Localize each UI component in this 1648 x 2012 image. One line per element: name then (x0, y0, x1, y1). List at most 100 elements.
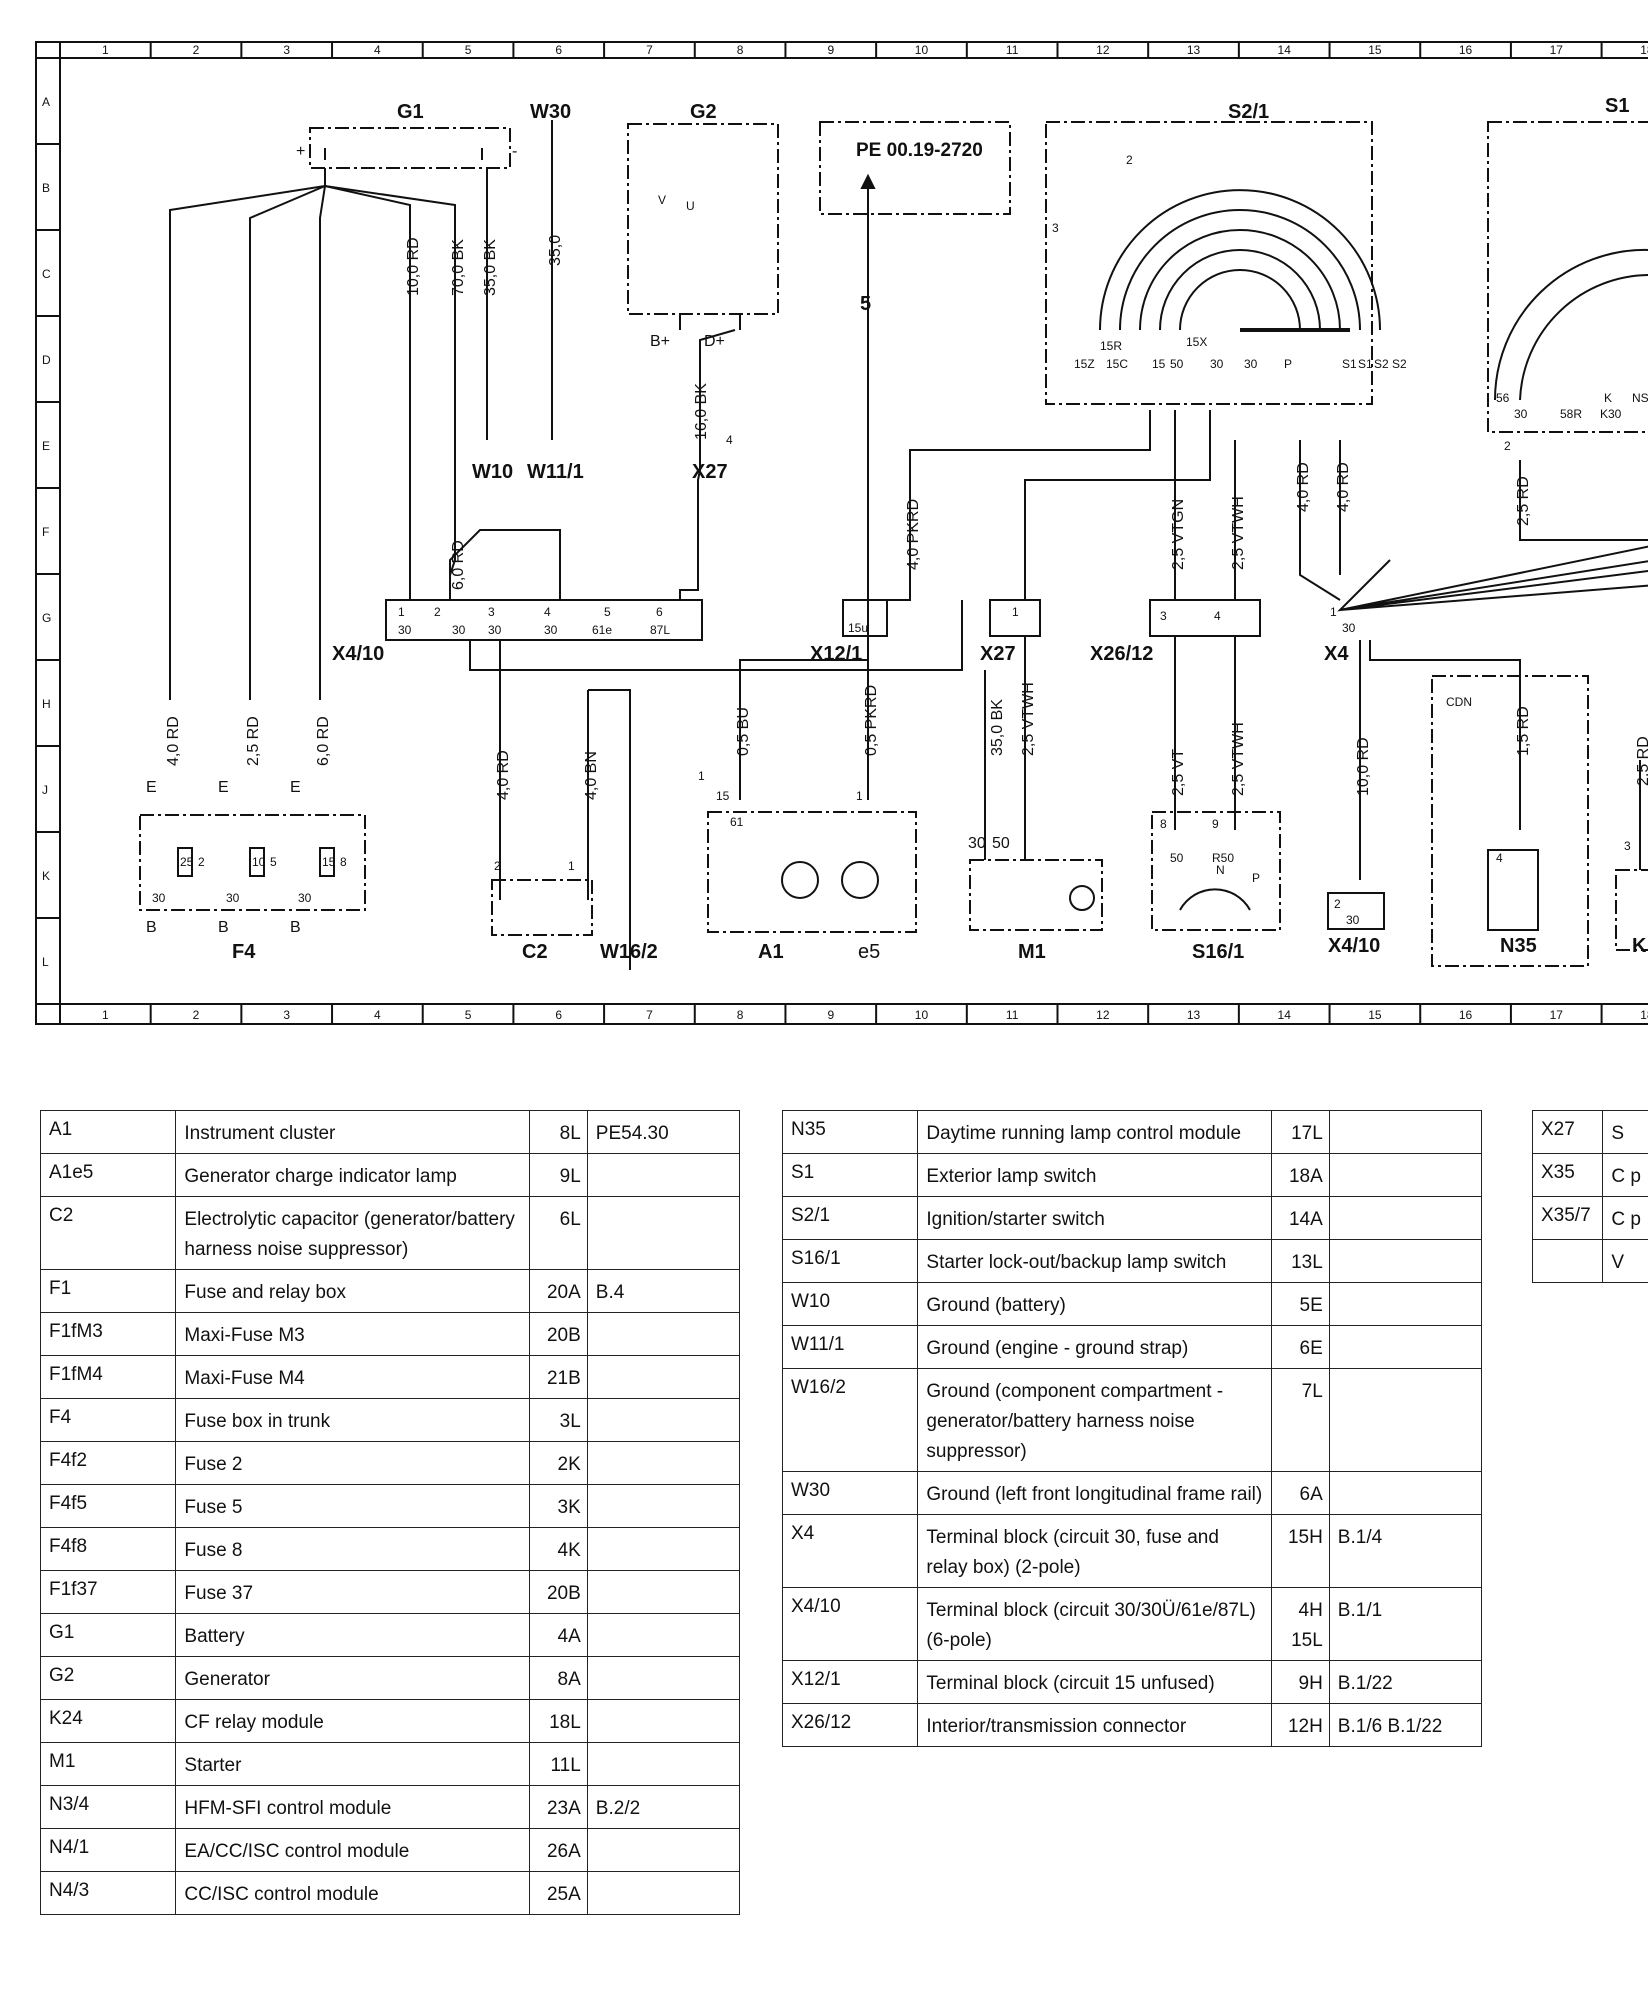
label-w11-1: W11/1 (527, 461, 584, 483)
grid-col-label: 18 (1640, 43, 1648, 57)
pin-label: 30 (1514, 407, 1528, 421)
x27-mid-block (989, 599, 1041, 637)
legend-ref (586, 1355, 741, 1399)
label-s16-1: S16/1 (1192, 941, 1244, 963)
pin-label: 30 (968, 835, 986, 852)
legend-ref (586, 1527, 741, 1571)
pin-label: + (296, 143, 305, 160)
wire-label: 2,5 VTWH (1230, 722, 1247, 796)
legend-desc: Instrument cluster (175, 1110, 531, 1154)
legend-loc: 7L (1271, 1368, 1330, 1472)
pin-label: V (658, 193, 666, 207)
wire-label: 35,0 BK (989, 699, 1006, 756)
pin-label: B+ (650, 333, 670, 350)
grid-row-label: C (42, 267, 51, 281)
legend-desc: Generator (175, 1656, 531, 1700)
wire-label: 2,5 VT (1170, 749, 1187, 796)
pin-label: P (1252, 871, 1260, 885)
legend-code: F4f8 (39, 1527, 177, 1571)
legend-ref (1328, 1239, 1483, 1283)
legend-loc: 25A (529, 1871, 588, 1915)
grid-col-label: 2 (193, 43, 200, 57)
legend-ref (586, 1312, 741, 1356)
legend-code: S1 (781, 1153, 919, 1197)
wire-label: 2,5 VTWH (1020, 682, 1037, 756)
pin-label: 2 (1504, 439, 1511, 453)
pin-label: 6 (656, 605, 663, 619)
legend-code: X26/12 (781, 1703, 919, 1747)
label-w10: W10 (472, 461, 513, 483)
pin-label: 30 (544, 623, 558, 637)
legend-desc: Terminal block (circuit 15 unfused) (917, 1660, 1273, 1704)
label-x26-12: X26/12 (1090, 643, 1153, 665)
pin-label: 4 (1214, 609, 1221, 623)
wire-label: 1,5 RD (1515, 706, 1532, 756)
grid-row-label: G (42, 611, 51, 625)
legend-desc: Starter lock-out/backup lamp switch (917, 1239, 1273, 1283)
legend-code: X35 (1531, 1153, 1604, 1197)
c2-capacitor-box (491, 879, 593, 936)
wire-label: 35,0 BK (482, 239, 499, 296)
wire-label: 4,0 RD (1295, 462, 1312, 512)
legend-code: S16/1 (781, 1239, 919, 1283)
pin-label: 2 (494, 859, 501, 873)
legend-code: G2 (39, 1656, 177, 1700)
grid-col-label: 8 (737, 43, 744, 57)
pin-label: 30 (226, 891, 240, 905)
pin-label: 1 (698, 769, 705, 783)
pin-label: 8 (340, 855, 347, 869)
grid-col-label: 7 (646, 1008, 653, 1022)
legend-ref (586, 1742, 741, 1786)
pin-label: R50 (1212, 851, 1234, 865)
wire-label: 10,0 RD (405, 237, 422, 296)
pin-label: 15X (1186, 335, 1207, 349)
pin-label: 1 (856, 789, 863, 803)
grid-row-label: K (42, 869, 50, 883)
legend-loc: 15H (1271, 1514, 1330, 1588)
pin-label: 15Z (1074, 357, 1095, 371)
legend-row: V (1531, 1239, 1648, 1283)
pin-label: 61e (592, 623, 612, 637)
legend-desc: CF relay module (175, 1699, 531, 1743)
pin-label: 30 (1342, 621, 1356, 635)
grid-col-label: 9 (827, 43, 834, 57)
pin-label: U (686, 199, 695, 213)
legend-code: X4 (781, 1514, 919, 1588)
x12-1-block (842, 599, 888, 637)
legend-ref: B.1/22 (1328, 1660, 1483, 1704)
g2-generator-box (627, 123, 779, 315)
grid-col-label: 6 (555, 1008, 562, 1022)
legend-loc: 4A (529, 1613, 588, 1657)
pin-label: 30 (298, 891, 312, 905)
legend-ref: B.1/4 (1328, 1514, 1483, 1588)
grid-col-label: 11 (1006, 1008, 1019, 1022)
wire-label: 6,0 RD (315, 716, 332, 766)
pin-label: B (146, 919, 157, 936)
legend-desc: Ground (component compartment - generato… (917, 1368, 1273, 1472)
legend-code: X4/10 (781, 1587, 919, 1661)
grid-col-label: 12 (1096, 1008, 1110, 1022)
wiring-lines (139, 120, 1648, 970)
legend-loc: 18A (1271, 1153, 1330, 1197)
legend-loc: 20A (529, 1269, 588, 1313)
legend-desc: Fuse 2 (175, 1441, 531, 1485)
grid-col-label: 15 (1368, 43, 1382, 57)
legend-desc: EA/CC/ISC control module (175, 1828, 531, 1872)
wire-label: 10,0 RD (1355, 737, 1372, 796)
legend-loc: 18L (529, 1699, 588, 1743)
legend-desc: Ignition/starter switch (917, 1196, 1273, 1240)
pin-label: 4 (726, 433, 733, 447)
diagram-labels: G1 W30 G2 S2/1 S1 W10 W11/1 X27 X4/10 X1… (232, 95, 1647, 963)
label-e5: e5 (858, 941, 880, 963)
